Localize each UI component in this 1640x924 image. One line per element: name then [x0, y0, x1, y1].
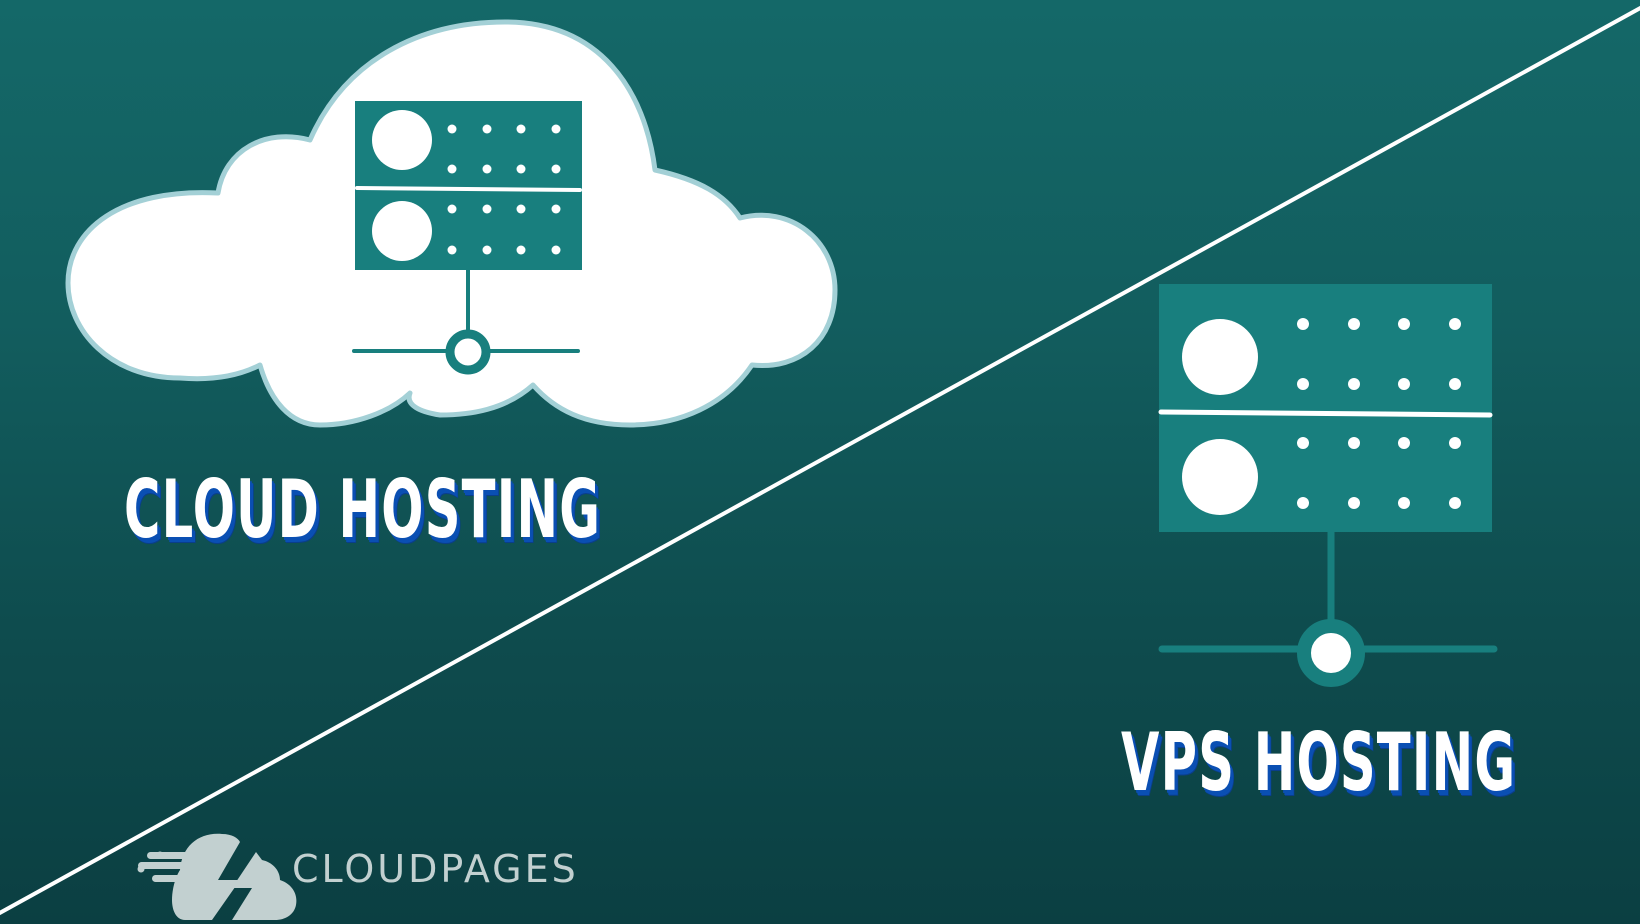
drive-light-icon — [1182, 319, 1258, 395]
network-node-icon — [1297, 619, 1365, 687]
indicator-dots-icon — [447, 124, 561, 255]
brand-wordmark: CLOUDPAGES — [292, 847, 579, 891]
drive-light-icon — [372, 110, 432, 170]
vps-hosting-title: VPS HOSTING — [1121, 716, 1517, 809]
network-node-icon — [445, 329, 491, 375]
server-rack-icon — [1158, 284, 1498, 687]
diagonal-divider-line — [0, 5, 1640, 916]
indicator-dots-icon — [1297, 318, 1461, 509]
cloud-hosting-title: CLOUD HOSTING — [124, 463, 602, 556]
cloudpages-logo-icon — [137, 833, 297, 920]
cloud-server-icon — [352, 101, 582, 375]
drive-light-icon — [372, 201, 432, 261]
drive-light-icon — [1182, 439, 1258, 515]
